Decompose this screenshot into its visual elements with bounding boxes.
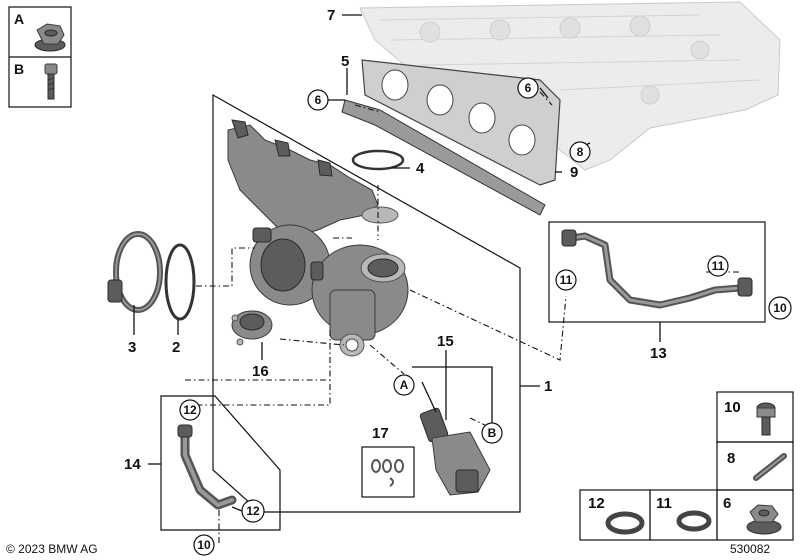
callout-13: 13 (650, 345, 667, 362)
small-part-12-label: 12 (588, 495, 605, 512)
legend-letter-a: A (14, 11, 24, 27)
callout-circle-6-left: 6 (307, 89, 329, 111)
dowel-pin-icon (753, 453, 787, 481)
callout-circle-b: B (481, 422, 503, 444)
callout-5: 5 (341, 53, 349, 70)
callout-7: 7 (327, 7, 335, 24)
o-ring-set-frame (361, 446, 415, 498)
callout-4: 4 (416, 160, 425, 177)
callout-9: 9 (570, 164, 578, 181)
pressure-converter (231, 310, 273, 346)
o-ring-set (361, 446, 415, 498)
sealing-ring (164, 243, 196, 321)
callout-8: 8 (577, 145, 584, 159)
callout-b: B (488, 426, 497, 440)
gasket-ring-4 (351, 149, 405, 171)
collar-nut-icon (746, 504, 782, 535)
bolt-icon (44, 63, 58, 100)
callout-circle-a: A (393, 374, 415, 396)
callout-15: 15 (437, 333, 454, 350)
small-part-8-label: 8 (727, 450, 735, 467)
exhaust-manifold-gasket (361, 59, 561, 186)
heat-shield-strip (341, 99, 546, 216)
callout-6-right: 6 (525, 81, 532, 95)
diagram-number: 530082 (730, 542, 770, 556)
callout-3: 3 (128, 339, 136, 356)
copyright-text: © 2023 BMW AG (6, 542, 98, 556)
small-parts-row-frame (579, 489, 794, 541)
v-band-clamp (107, 231, 163, 313)
callout-circle-6-right: 6 (517, 77, 539, 99)
cylinder-head-ghost (359, 1, 781, 171)
callout-12-bottom: 12 (246, 504, 260, 518)
oil-line-13-group (548, 221, 766, 323)
callout-2: 2 (172, 339, 180, 356)
callout-17: 17 (372, 425, 389, 442)
callout-circle-12-bottom: 12 (241, 499, 265, 523)
callout-11-left: 11 (560, 273, 573, 287)
o-ring-11-icon (676, 510, 712, 532)
oil-line-14-group (160, 395, 281, 531)
legend-box: A B (8, 6, 72, 108)
o-ring-12-icon (605, 511, 645, 535)
legend-letter-b: B (14, 61, 24, 77)
callout-circle-10-bottom: 10 (193, 534, 215, 556)
callout-12-top: 12 (183, 403, 197, 417)
callout-10-right: 10 (773, 301, 787, 315)
small-parts-legend: 10 8 12 11 6 (579, 391, 794, 541)
wastegate-actuator (419, 407, 491, 496)
turbo-assembly-frame (212, 93, 521, 513)
small-part-11-label: 11 (656, 495, 672, 512)
oil-line-14-frame (160, 395, 281, 531)
callout-1: 1 (544, 378, 552, 395)
callout-6-left: 6 (315, 93, 322, 107)
callout-a: A (400, 378, 409, 392)
callout-circle-10-right: 10 (768, 296, 792, 320)
callout-11-right: 11 (712, 259, 725, 273)
callout-circle-11-left: 11 (555, 269, 577, 291)
turbocharger-assembly (227, 119, 409, 357)
small-part-6-label: 6 (723, 495, 731, 512)
small-part-10-label: 10 (724, 399, 741, 416)
callout-10-bottom: 10 (197, 538, 211, 552)
callout-circle-8: 8 (569, 141, 591, 163)
callout-16: 16 (252, 363, 269, 380)
callout-circle-12-top: 12 (179, 399, 201, 421)
callout-14: 14 (124, 456, 141, 473)
hex-nut-icon (34, 23, 66, 52)
socket-screw-icon (756, 402, 776, 436)
oil-line-13-frame (548, 221, 766, 323)
callout-circle-11-right: 11 (707, 255, 729, 277)
